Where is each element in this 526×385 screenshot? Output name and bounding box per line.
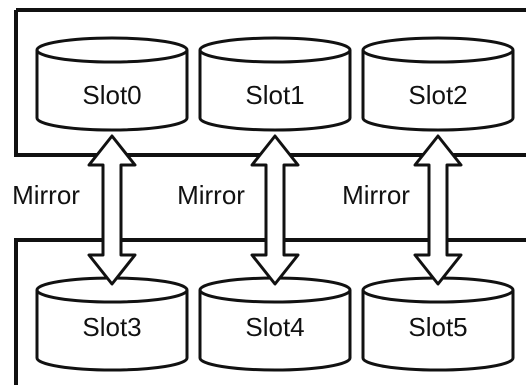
slot4-label: Slot4 xyxy=(245,312,304,342)
mirror-arrow-0 xyxy=(87,134,137,286)
mirror-label-1: Mirror xyxy=(177,180,245,210)
slot5-cylinder: Slot5 xyxy=(361,276,515,372)
slot4-cylinder: Slot4 xyxy=(198,276,352,372)
slot0-label: Slot0 xyxy=(82,80,141,110)
slot0-cylinder: Slot0 xyxy=(35,36,189,132)
mirror-label-0: Mirror xyxy=(12,180,80,210)
mirror-arrow-1 xyxy=(250,134,300,286)
slot1-label: Slot1 xyxy=(245,80,304,110)
slot5-label: Slot5 xyxy=(408,312,467,342)
slot2-cylinder: Slot2 xyxy=(361,36,515,132)
slot3-label: Slot3 xyxy=(82,312,141,342)
slot2-label: Slot2 xyxy=(408,80,467,110)
mirror-label-2: Mirror xyxy=(342,180,410,210)
bottom-group-frame xyxy=(14,238,526,385)
mirror-arrow-2 xyxy=(413,134,463,286)
slot3-cylinder: Slot3 xyxy=(35,276,189,372)
top-group-frame xyxy=(14,8,526,157)
slot1-cylinder: Slot1 xyxy=(198,36,352,132)
